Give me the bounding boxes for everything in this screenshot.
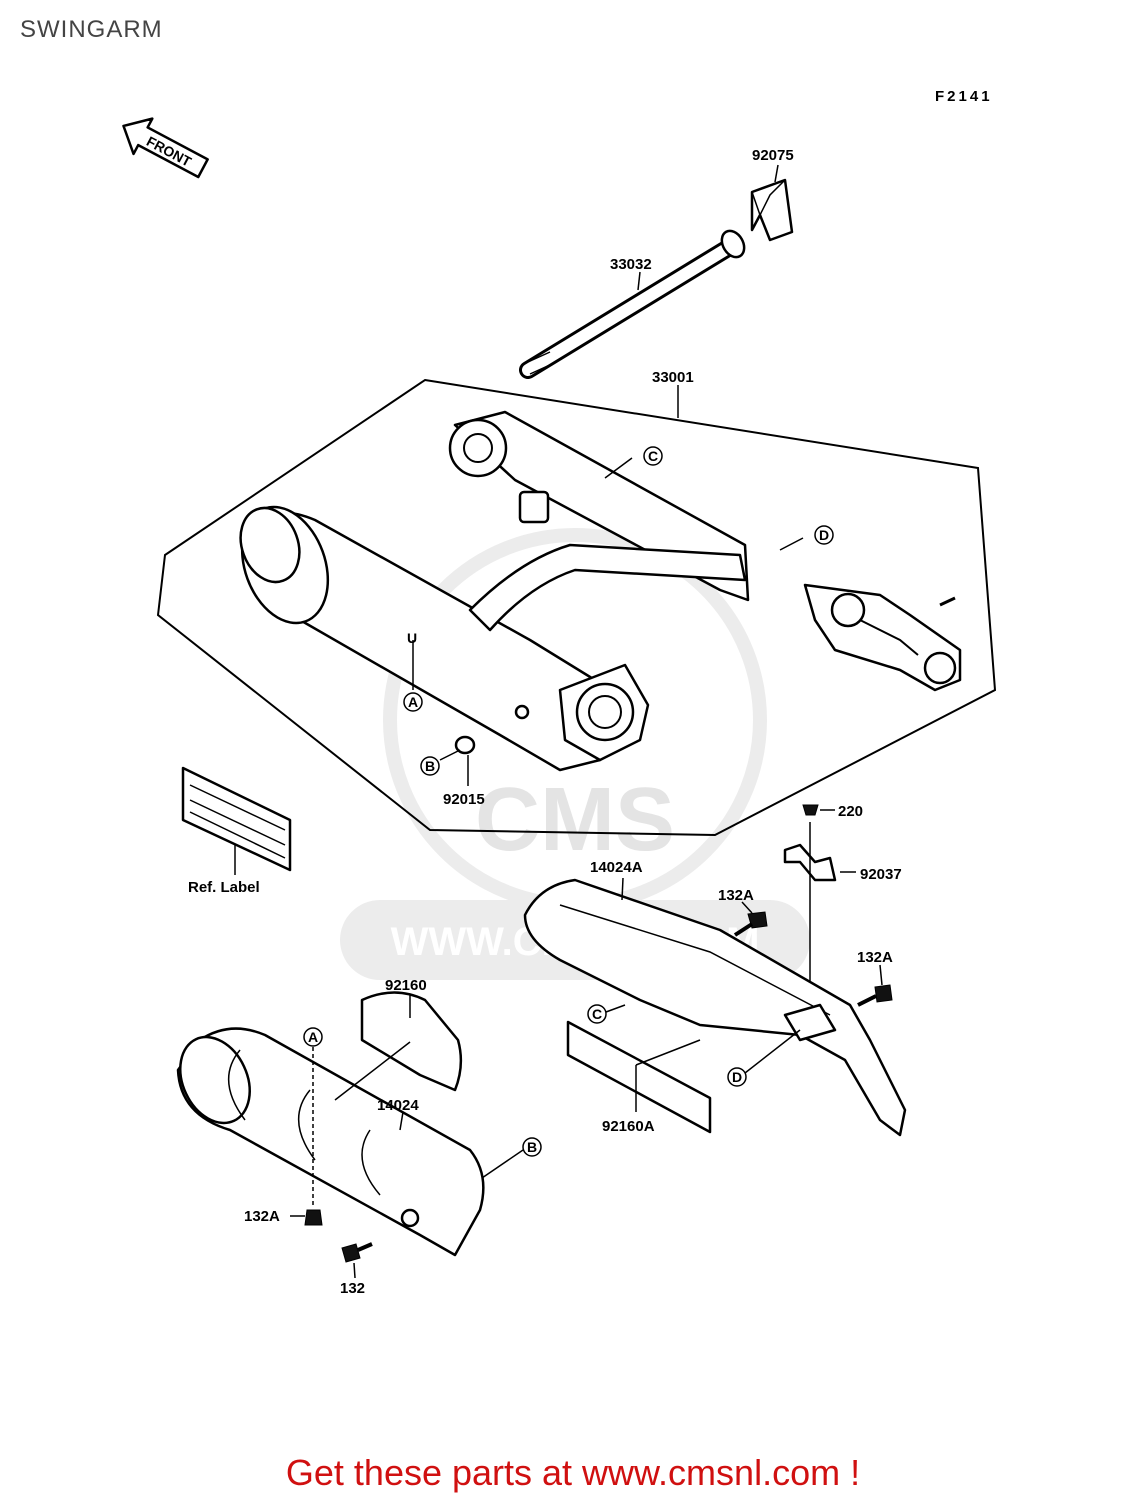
pivot-shaft-33032 — [519, 229, 746, 379]
label-33032: 33032 — [610, 256, 652, 273]
marker-a-lower — [303, 1027, 323, 1047]
marker-a-upper-text: A — [408, 694, 418, 710]
ref-label-sticker — [181, 766, 292, 872]
marker-b-lower-text: B — [527, 1139, 537, 1155]
marker-c-lower — [587, 1004, 607, 1024]
marker-a-lower-text: A — [308, 1029, 318, 1045]
collar-92075 — [750, 178, 794, 242]
bolt-132 — [341, 1242, 373, 1263]
guard-92160a — [566, 1020, 712, 1134]
sleeve-92160 — [360, 991, 463, 1092]
marker-d-upper — [814, 525, 834, 545]
label-ref-label: Ref. Label — [188, 879, 260, 896]
label-14024a: 14024A — [590, 859, 643, 876]
label-220: 220 — [838, 803, 863, 820]
marker-a-upper — [403, 692, 423, 712]
label-92160a: 92160A — [602, 1118, 655, 1135]
label-132a-3: 132A — [244, 1208, 280, 1225]
swingarm-33001 — [239, 410, 962, 772]
marker-d-lower-text: D — [732, 1069, 742, 1085]
marker-c-upper-text: C — [648, 448, 658, 464]
footer-cta[interactable]: Get these parts at www.cmsnl.com ! — [285, 1452, 861, 1493]
figure-code: F2141 — [935, 88, 993, 105]
svg-text:U: U — [407, 630, 417, 646]
label-33001: 33001 — [652, 369, 694, 386]
marker-c-lower-text: C — [592, 1006, 602, 1022]
marker-b-upper — [420, 756, 440, 776]
label-92037: 92037 — [860, 866, 902, 883]
bolt-220 — [802, 804, 819, 816]
bolt-132a-right — [857, 984, 893, 1007]
page-title: SWINGARM — [20, 16, 163, 43]
front-arrow: FRONT — [122, 117, 209, 179]
bolt-132a-lower — [304, 1209, 323, 1226]
marker-b-lower — [522, 1137, 542, 1157]
marker-c-upper — [643, 446, 663, 466]
label-132a-2: 132A — [857, 949, 893, 966]
label-92160: 92160 — [385, 977, 427, 994]
label-132a-1: 132A — [718, 887, 754, 904]
bolt-132a-cover — [733, 911, 768, 937]
label-92075: 92075 — [752, 147, 794, 164]
swingarm-parts-diagram: CMS WWW.CMSNL.COM F2141 FRONT 92075 3303… — [122, 88, 997, 1297]
marker-d-lower — [727, 1067, 747, 1087]
label-92015: 92015 — [443, 791, 485, 808]
marker-b-upper-text: B — [425, 758, 435, 774]
cover-14024 — [176, 1027, 485, 1257]
swingarm-assembly-outline — [156, 378, 997, 837]
label-132: 132 — [340, 1280, 365, 1297]
label-14024: 14024 — [377, 1097, 419, 1114]
marker-d-upper-text: D — [819, 527, 829, 543]
watermark-logo: CMS — [475, 770, 675, 870]
